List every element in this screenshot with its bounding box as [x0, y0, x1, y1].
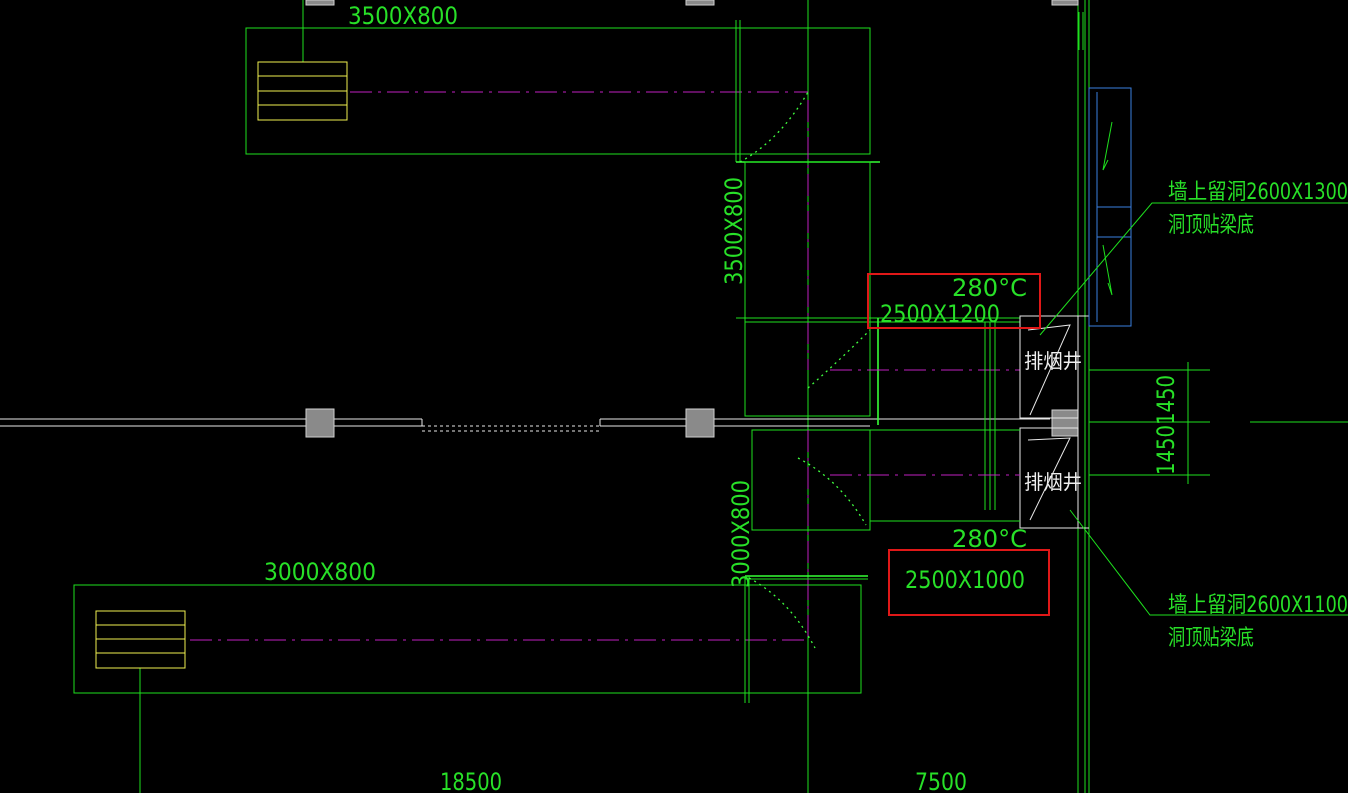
- duct-size-label: 3500X800: [348, 2, 458, 30]
- duct-size-label: 3500X800: [720, 177, 748, 285]
- shaft-symbol: [1027, 324, 1071, 416]
- duct-size-label: 2500X1200: [880, 300, 1000, 328]
- column: [685, 408, 715, 438]
- dimension-text: 14501450: [1152, 375, 1180, 475]
- column: [1051, 409, 1079, 437]
- shaft-symbol: [1027, 437, 1071, 521]
- column: [685, 0, 715, 6]
- dimension-text: 18500: [440, 768, 502, 793]
- duct-elbow: [739, 91, 809, 163]
- smoke-shaft-upper: [1019, 315, 1079, 419]
- arrow-icon: [1102, 121, 1113, 171]
- wall-opening-note: 洞顶贴梁底: [1168, 213, 1254, 238]
- arrow-icon: [1102, 244, 1113, 296]
- highlight-box-upper: [867, 273, 1041, 329]
- duct-size-label: 2500X1000: [905, 566, 1025, 594]
- smoke-shaft-lower: [1019, 427, 1079, 529]
- duct-top-vertical: [744, 161, 871, 417]
- duct-elbow: [748, 577, 816, 649]
- leader-line: [1039, 202, 1348, 336]
- shaft-label: 排烟井: [1024, 470, 1082, 494]
- dimension-text: 7500: [915, 768, 967, 793]
- highlight-box-lower: [888, 549, 1050, 616]
- wall-opening-note: 墙上留洞2600X1300: [1168, 180, 1348, 205]
- column: [305, 0, 335, 6]
- column: [305, 408, 335, 438]
- fire-damper-temp: 280°C: [952, 274, 1027, 302]
- column: [1051, 0, 1079, 6]
- fire-damper-temp: 280°C: [952, 525, 1027, 553]
- leader-line: [1069, 509, 1348, 616]
- duct-size-label: 3000X800: [264, 558, 376, 586]
- duct-bottom-vertical: [751, 429, 871, 531]
- duct-size-label: 3000X800: [727, 480, 755, 588]
- duct-top-horizontal: [245, 27, 871, 155]
- shaft-label: 排烟井: [1024, 349, 1082, 373]
- duct-elbow: [807, 329, 871, 389]
- wall-opening-note: 墙上留洞2600X1100: [1168, 593, 1348, 618]
- duct-bottom-horizontal: [73, 584, 862, 694]
- wall-opening-note: 洞顶贴梁底: [1168, 626, 1254, 651]
